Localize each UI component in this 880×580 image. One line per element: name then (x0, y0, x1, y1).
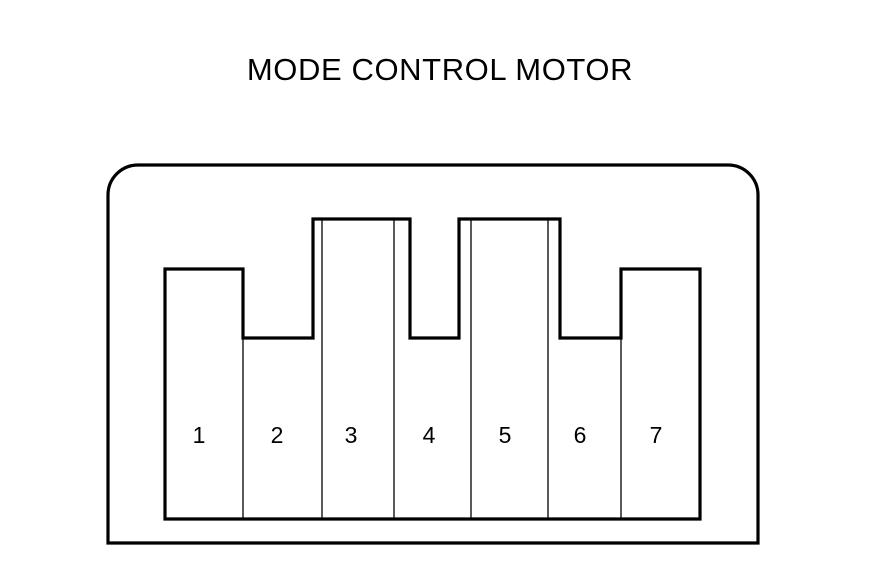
pin-number-4: 4 (423, 422, 436, 448)
pin-number-6: 6 (574, 422, 587, 448)
pin-numbers-group: 1 2 3 4 5 6 7 (193, 422, 663, 448)
connector-shell-group (106, 163, 760, 545)
pin-number-2: 2 (271, 422, 284, 448)
pin-number-5: 5 (499, 422, 512, 448)
pin-number-7: 7 (650, 422, 663, 448)
connector-shell-outline (106, 163, 760, 545)
pin-number-1: 1 (193, 422, 206, 448)
connector-cavity-group (163, 217, 702, 521)
connector-cavity-outline (163, 217, 702, 521)
pin-dividers-group (242, 219, 622, 519)
page-title: MODE CONTROL MOTOR (246, 52, 634, 87)
pin-number-3: 3 (345, 422, 358, 448)
